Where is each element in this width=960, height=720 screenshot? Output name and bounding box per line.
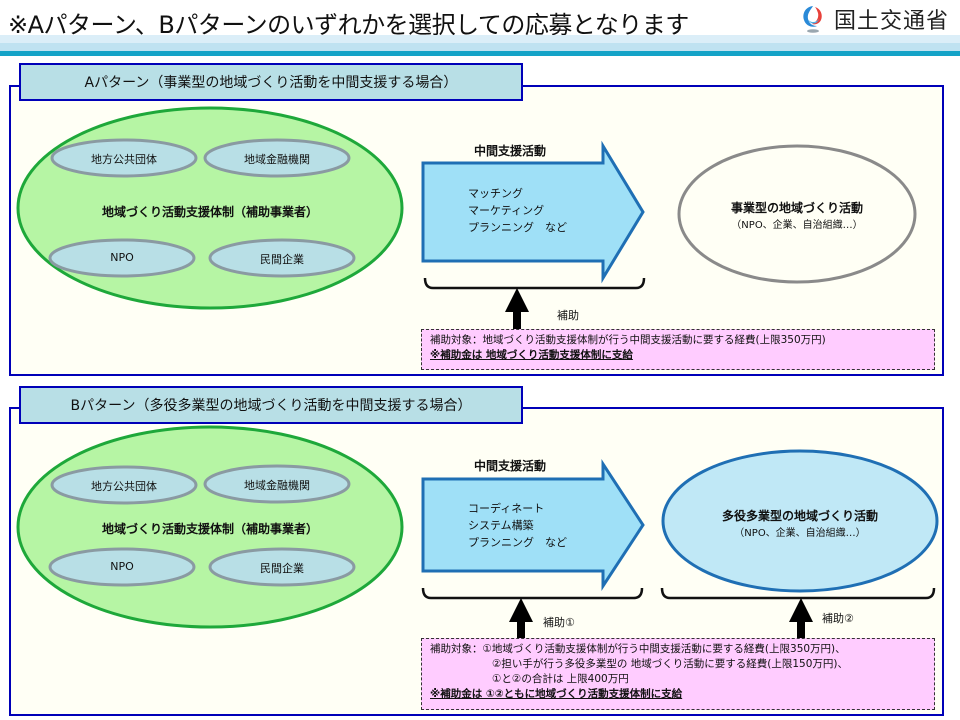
pattern-a-subsidy-note: 補助対象：地域づくり活動支援体制が行う中間支援活動に要する経費(上限350万円)…: [421, 329, 935, 370]
pattern-b-subsidy-note: 補助対象：①地域づくり活動支援体制が行う中間支援活動に要する経費(上限350万円…: [421, 638, 935, 710]
member-label: 民間企業: [260, 253, 304, 266]
header-band-mid: [0, 43, 960, 51]
support-body-label: 地域づくり活動支援体制（補助事業者）: [101, 522, 319, 536]
support-activity-title: 中間支援活動: [474, 459, 547, 473]
support-activity-item: システム構築: [468, 519, 534, 532]
slide-title: ※Aパターン、Bパターンのいずれかを選択しての応募となります: [8, 11, 689, 39]
note-line: ②担い手が行う多役多業型の 地域づくり活動に要する経費(上限150万円)、: [492, 658, 848, 670]
subsidy-label: 補助: [557, 309, 579, 322]
support-activity-item: マッチング: [468, 187, 523, 200]
note-line: 補助対象：地域づくり活動支援体制が行う中間支援活動に要する経費(上限350万円): [430, 334, 826, 346]
subsidy-label-1: 補助①: [543, 616, 575, 629]
pattern-a-tab: Aパターン（事業型の地域づくり活動を中間支援する場合）: [19, 63, 523, 101]
ministry-logo: 国土交通省: [800, 4, 949, 34]
ministry-name: 国土交通省: [834, 9, 950, 34]
target-activity-subtitle: （NPO、企業、自治組織…）: [731, 220, 863, 231]
member-label: 地方公共団体: [91, 153, 157, 166]
member-label: 民間企業: [260, 562, 304, 575]
support-body-label: 地域づくり活動支援体制（補助事業者）: [101, 205, 319, 219]
member-label: 地域金融機関: [244, 153, 310, 166]
note-line: 補助対象：①地域づくり活動支援体制が行う中間支援活動に要する経費(上限350万円…: [430, 643, 846, 655]
member-label: NPO: [110, 560, 134, 573]
subsidy-label-2: 補助②: [822, 612, 854, 625]
target-activity-title: 事業型の地域づくり活動: [730, 201, 864, 215]
note-emphasis: ※補助金は 地域づくり活動支援体制に支給: [430, 349, 633, 361]
header-band-light: [0, 35, 960, 43]
target-activity-title: 多役多業型の地域づくり活動: [721, 509, 879, 523]
support-activity-item: プランニング など: [468, 536, 567, 549]
slide-header: ※Aパターン、Bパターンのいずれかを選択しての応募となります 国土交通省: [0, 0, 960, 60]
support-activity-item: マーケティング: [468, 204, 545, 217]
member-label: NPO: [110, 251, 134, 264]
support-activity-title: 中間支援活動: [474, 144, 547, 158]
member-label: 地方公共団体: [91, 480, 157, 493]
header-band-dark: [0, 51, 960, 56]
mlit-logo-icon: [803, 6, 822, 33]
note-emphasis: ※補助金は ①②ともに地域づくり活動支援体制に支給: [430, 688, 683, 700]
support-activity-item: プランニング など: [468, 221, 567, 234]
pattern-b-tab: Bパターン（多役多業型の地域づくり活動を中間支援する場合）: [19, 386, 523, 424]
support-activity-item: コーディネート: [468, 502, 545, 515]
target-activity-subtitle: （NPO、企業、自治組織…）: [734, 528, 866, 539]
member-label: 地域金融機関: [244, 479, 310, 492]
note-line: ①と②の合計は 上限400万円: [492, 673, 629, 685]
